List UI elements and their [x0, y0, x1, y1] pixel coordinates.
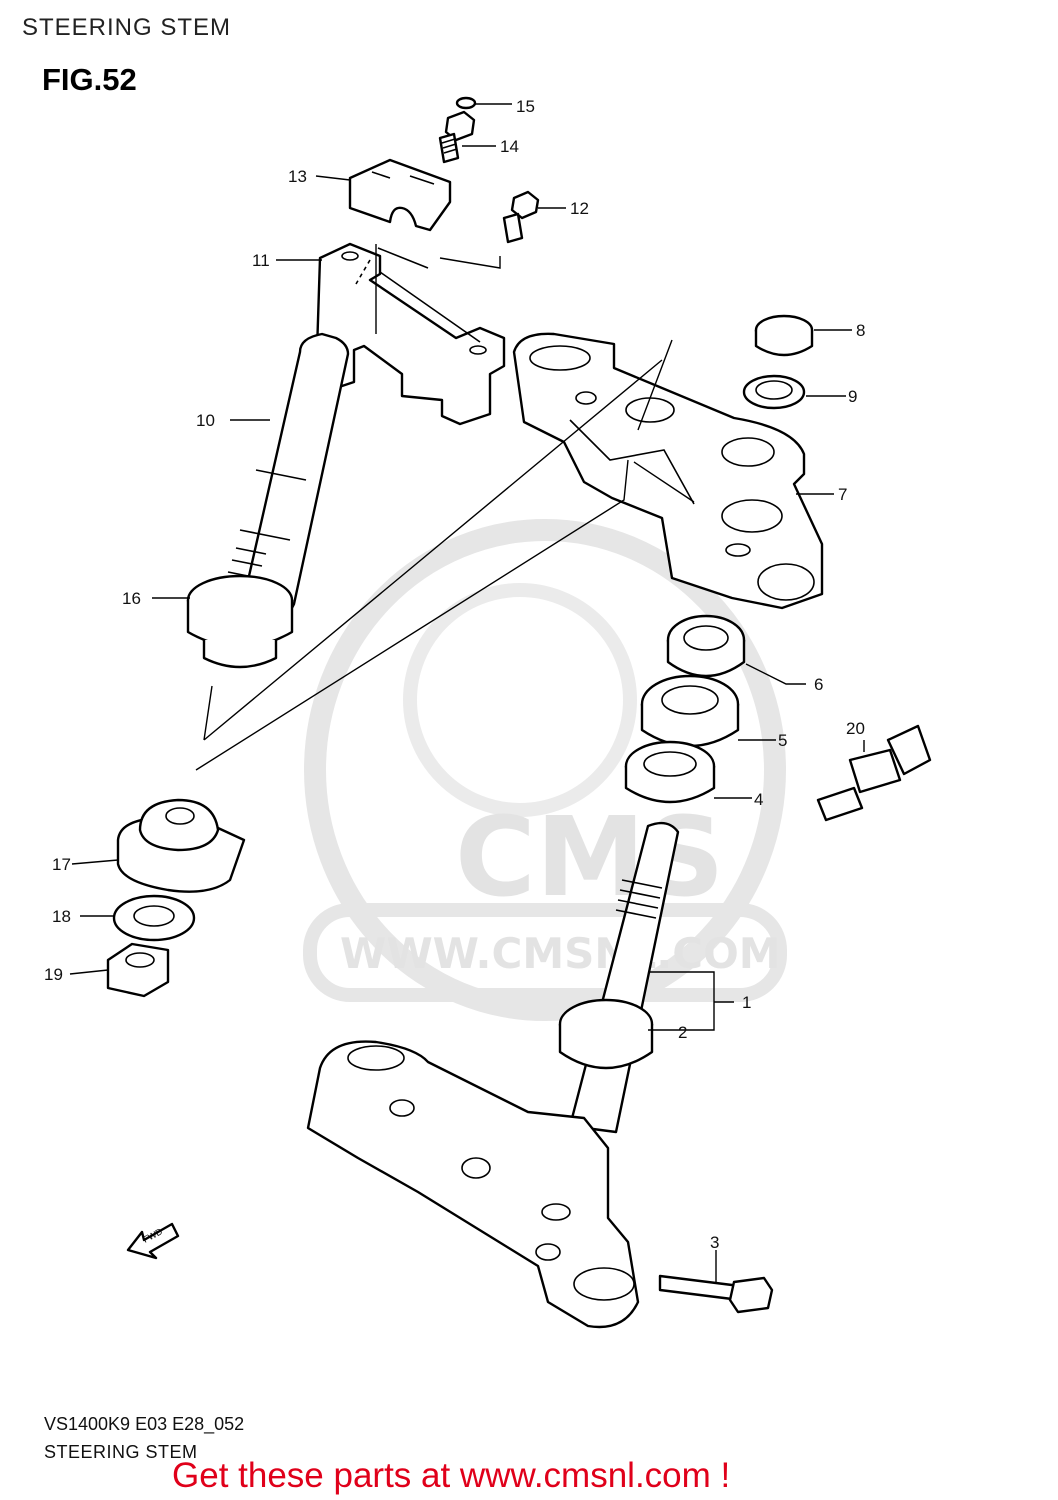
- callout-3: 3: [710, 1233, 719, 1252]
- part-18-washer: [112, 894, 196, 942]
- callout-15: 15: [516, 97, 535, 116]
- figure-label: FIG.52: [42, 62, 137, 97]
- assembly-guide-lines: [195, 244, 695, 771]
- part-5-race: [640, 674, 740, 748]
- part-15-cap: [455, 96, 477, 110]
- diagram-code: VS1400K9 E03 E28_052: [44, 1414, 245, 1434]
- part-10-rod: [223, 332, 350, 618]
- part-3-bolt: [658, 1274, 774, 1314]
- part-9-washer: [742, 374, 806, 410]
- callout-labels: 1 2 3 4 5 6 7 8 9 10 11 12 13 14 15 16 1…: [44, 97, 865, 1252]
- part-16-cushion: [186, 574, 294, 669]
- callout-18: 18: [52, 907, 71, 926]
- callout-2: 2: [678, 1023, 687, 1042]
- callout-6: 6: [814, 675, 823, 694]
- part-7-upper-bracket: [512, 332, 824, 610]
- part-17-damper: [116, 798, 246, 893]
- fwd-arrow-icon: FWD: [126, 1222, 180, 1260]
- part-14-bolt: [438, 110, 476, 164]
- callout-10: 10: [196, 411, 215, 430]
- callout-5: 5: [778, 731, 787, 750]
- callout-8: 8: [856, 321, 865, 340]
- callout-1: 1: [742, 993, 751, 1012]
- callout-11: 11: [252, 251, 270, 270]
- buy-parts-link[interactable]: Get these parts at www.cmsnl.com !: [172, 1456, 731, 1495]
- watermark: CMS WWW.CMSNL.COM: [303, 519, 787, 1021]
- callout-13: 13: [288, 167, 307, 186]
- part-19-nut: [106, 942, 170, 998]
- diagram-subtitle: STEERING STEM: [44, 1442, 198, 1462]
- leader-lines: [69, 103, 865, 1284]
- callout-9: 9: [848, 387, 857, 406]
- callout-4: 4: [754, 790, 763, 809]
- callout-7: 7: [838, 485, 847, 504]
- part-11-holder-lower: [314, 242, 506, 426]
- part-12-bolt: [502, 190, 540, 244]
- part-1-steering-stem: [558, 821, 680, 1134]
- callout-16: 16: [122, 589, 141, 608]
- callout-12: 12: [570, 199, 589, 218]
- callout-17: 17: [52, 855, 71, 874]
- part-8-cap: [754, 314, 814, 357]
- part-13-holder-upper: [348, 158, 452, 232]
- part-lower-bracket: [306, 1040, 640, 1329]
- callout-20: 20: [846, 719, 865, 738]
- watermark-url: WWW.CMSNL.COM: [340, 929, 781, 978]
- page-title: STEERING STEM: [22, 14, 232, 41]
- part-20-key: [816, 724, 932, 822]
- watermark-brand: CMS: [455, 793, 724, 921]
- part-6-nut: [666, 614, 746, 678]
- callout-19: 19: [44, 965, 63, 984]
- callout-14: 14: [500, 137, 519, 156]
- part-4-bearing: [624, 740, 716, 804]
